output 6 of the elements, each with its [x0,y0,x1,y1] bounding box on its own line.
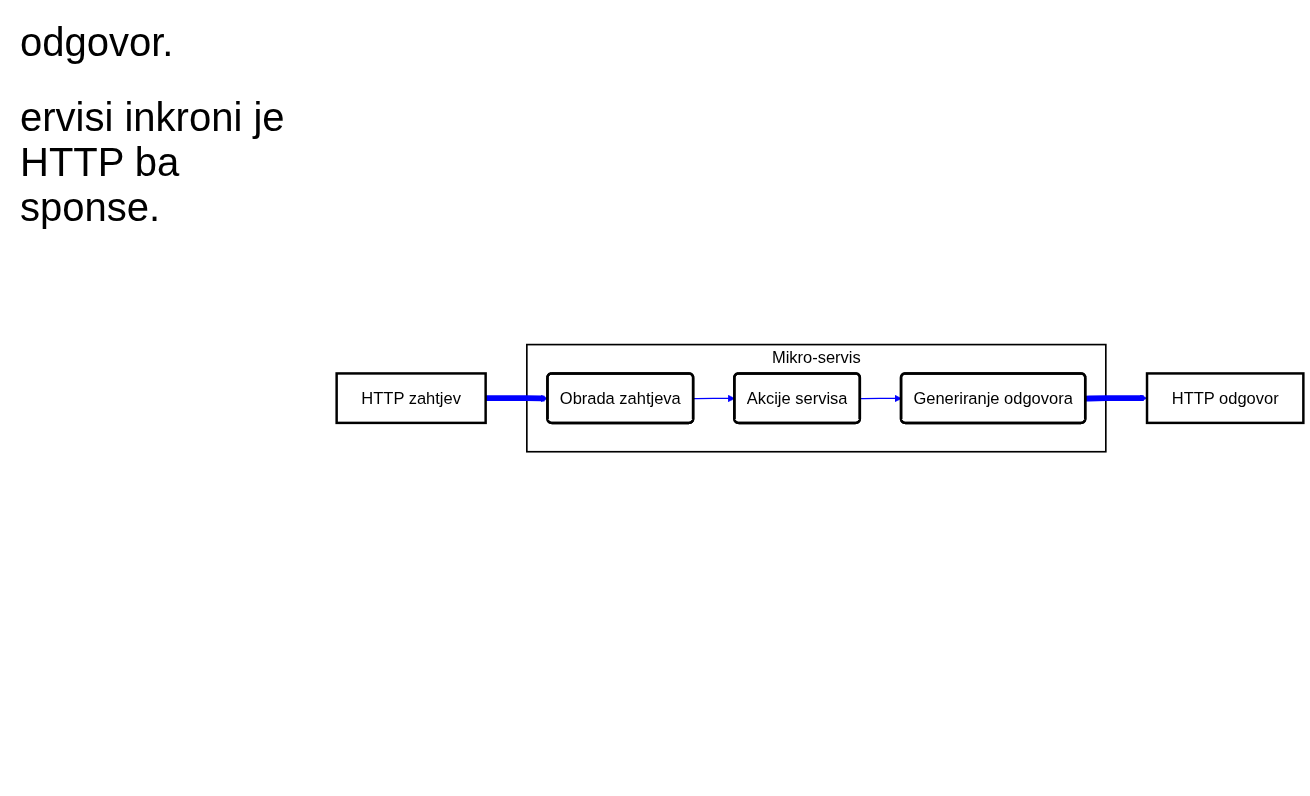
arrow [859,394,902,402]
slide-text: ervisi inkroni je HTTP ba sponse. [20,95,286,230]
arrow [1085,394,1148,402]
node-box: HTTP odgovor [1145,372,1305,424]
slide-text: odgovor. [20,20,175,65]
node-box: HTTP zahtjev [335,372,487,424]
